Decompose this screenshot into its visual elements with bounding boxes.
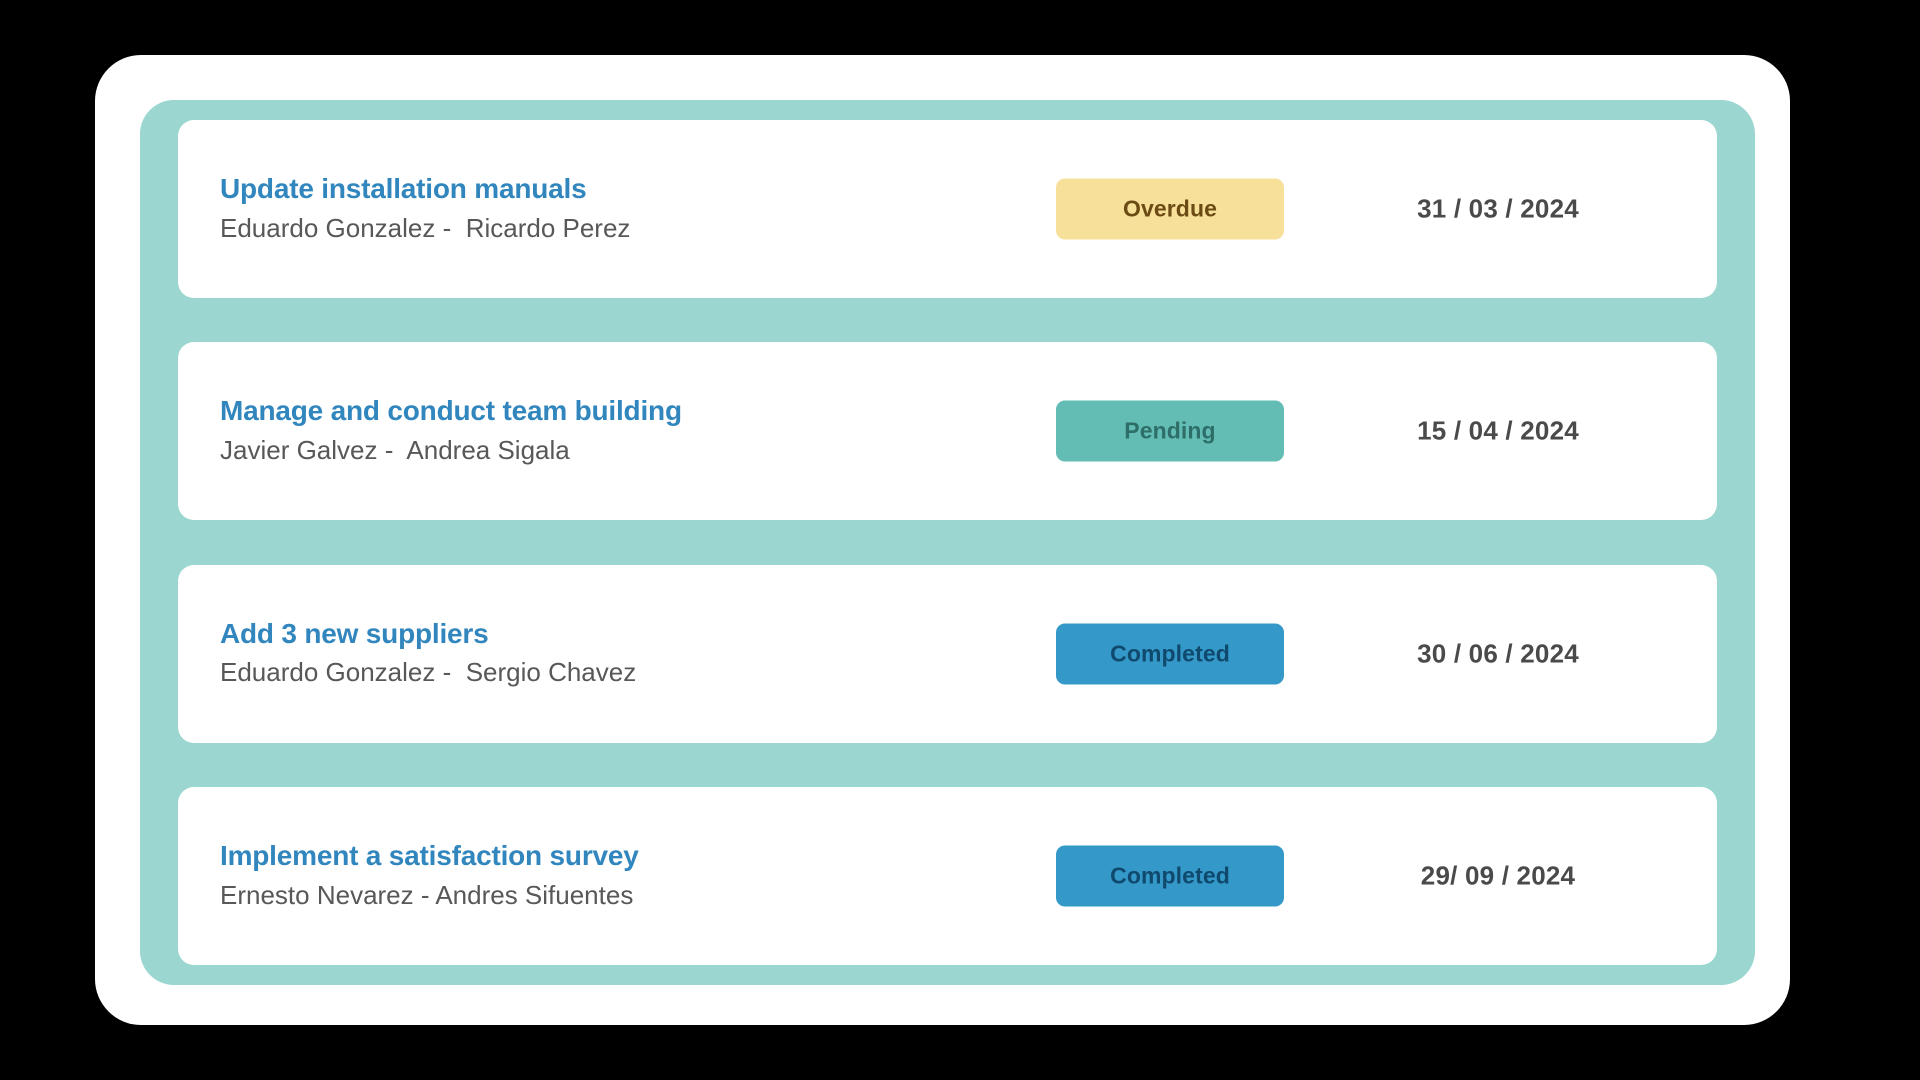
due-date: 30 / 06 / 2024 (1417, 638, 1579, 669)
task-row-text: Implement a satisfaction survey Ernesto … (220, 839, 639, 913)
task-assignees: Eduardo Gonzalez - Ricardo Perez (220, 212, 631, 243)
task-list-panel: Update installation manuals Eduardo Gonz… (140, 100, 1755, 985)
outer-card: Update installation manuals Eduardo Gonz… (95, 55, 1790, 1025)
task-row[interactable]: Add 3 new suppliers Eduardo Gonzalez - S… (178, 564, 1717, 743)
task-row[interactable]: Manage and conduct team building Javier … (178, 342, 1717, 521)
task-row-text: Add 3 new suppliers Eduardo Gonzalez - S… (220, 617, 636, 691)
status-badge[interactable]: Completed (1056, 623, 1284, 685)
due-date: 31 / 03 / 2024 (1417, 193, 1579, 224)
task-row[interactable]: Update installation manuals Eduardo Gonz… (178, 120, 1717, 298)
task-title[interactable]: Manage and conduct team building (220, 395, 682, 427)
task-assignees: Ernesto Nevarez - Andres Sifuentes (220, 879, 634, 910)
task-assignees: Javier Galvez - Andrea Sigala (220, 435, 570, 466)
status-badge[interactable]: Overdue (1056, 178, 1284, 240)
status-badge[interactable]: Completed (1056, 845, 1284, 907)
task-assignees: Eduardo Gonzalez - Sergio Chavez (220, 657, 637, 688)
task-row-text: Manage and conduct team building Javier … (220, 395, 682, 469)
due-date: 15 / 04 / 2024 (1417, 415, 1579, 446)
task-row[interactable]: Implement a satisfaction survey Ernesto … (178, 786, 1717, 965)
status-badge[interactable]: Pending (1056, 400, 1284, 462)
task-title[interactable]: Update installation manuals (220, 173, 587, 205)
task-title[interactable]: Add 3 new suppliers (220, 617, 489, 649)
due-date: 29/ 09 / 2024 (1420, 860, 1576, 891)
task-row-text: Update installation manuals Eduardo Gonz… (220, 172, 630, 246)
task-title[interactable]: Implement a satisfaction survey (220, 840, 639, 872)
